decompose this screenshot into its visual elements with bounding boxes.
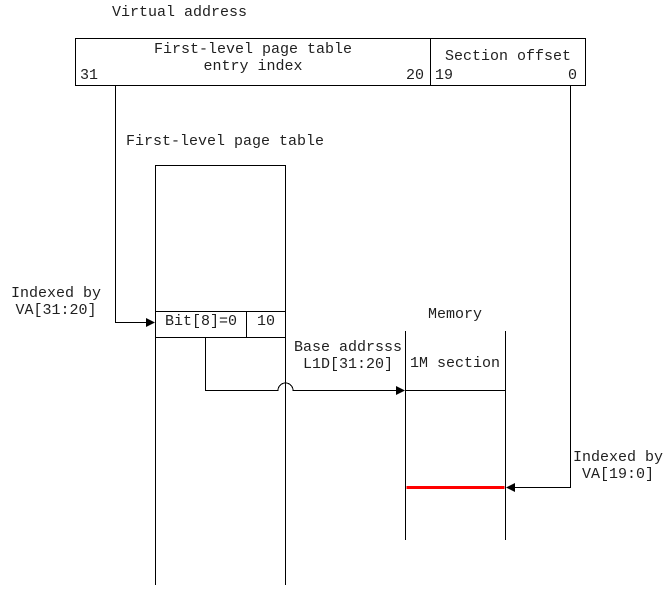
field-divider — [430, 39, 431, 85]
pagetable-entry-type: 10 — [256, 313, 275, 330]
index-field-label-line2: entry index — [203, 58, 303, 75]
pagetable-entry-flag: Bit[8]=0 — [164, 313, 237, 330]
bit-0: 0 — [567, 67, 577, 84]
base-address-line2: L1D[31:20] — [302, 356, 393, 373]
arrowhead-into-memory-left — [396, 386, 405, 395]
arrowhead-into-memory-right — [506, 483, 515, 492]
indexed-left-line2: VA[31:20] — [15, 302, 97, 319]
memory-title: Memory — [427, 306, 482, 323]
indexed-right-line1: Indexed by — [572, 449, 663, 466]
offset-field: Section offset 19 0 — [431, 39, 585, 85]
virtual-address-box: First-level page table entry index 31 20… — [75, 38, 586, 86]
offset-field-label: Section offset — [444, 48, 572, 65]
va-to-pagetable-line — [115, 86, 146, 323]
virtual-address-title: Virtual address — [112, 4, 248, 21]
bit-31: 31 — [80, 67, 99, 84]
index-field: First-level page table entry index 31 20 — [76, 39, 430, 85]
base-address-label: Base addrsss L1D[31:20] — [292, 339, 404, 373]
offset-to-memory-line — [515, 86, 571, 488]
base-address-line1: Base addrsss — [293, 339, 403, 356]
indexed-right-line2: VA[19:0] — [581, 466, 654, 483]
memory-section-label: 1M section — [409, 355, 500, 372]
indexed-by-va-31-20: Indexed by VA[31:20] — [5, 285, 107, 319]
arrowhead-into-pagetable — [146, 318, 155, 327]
page-table-title: First-level page table — [126, 133, 325, 150]
base-address-line — [205, 338, 396, 391]
index-field-label-line1: First-level page table — [153, 41, 353, 58]
indexed-by-va-19-0: Indexed by VA[19:0] — [570, 449, 666, 483]
indexed-left-line1: Indexed by — [10, 285, 101, 302]
bit-19: 19 — [435, 67, 454, 84]
bit-20: 20 — [405, 67, 424, 84]
